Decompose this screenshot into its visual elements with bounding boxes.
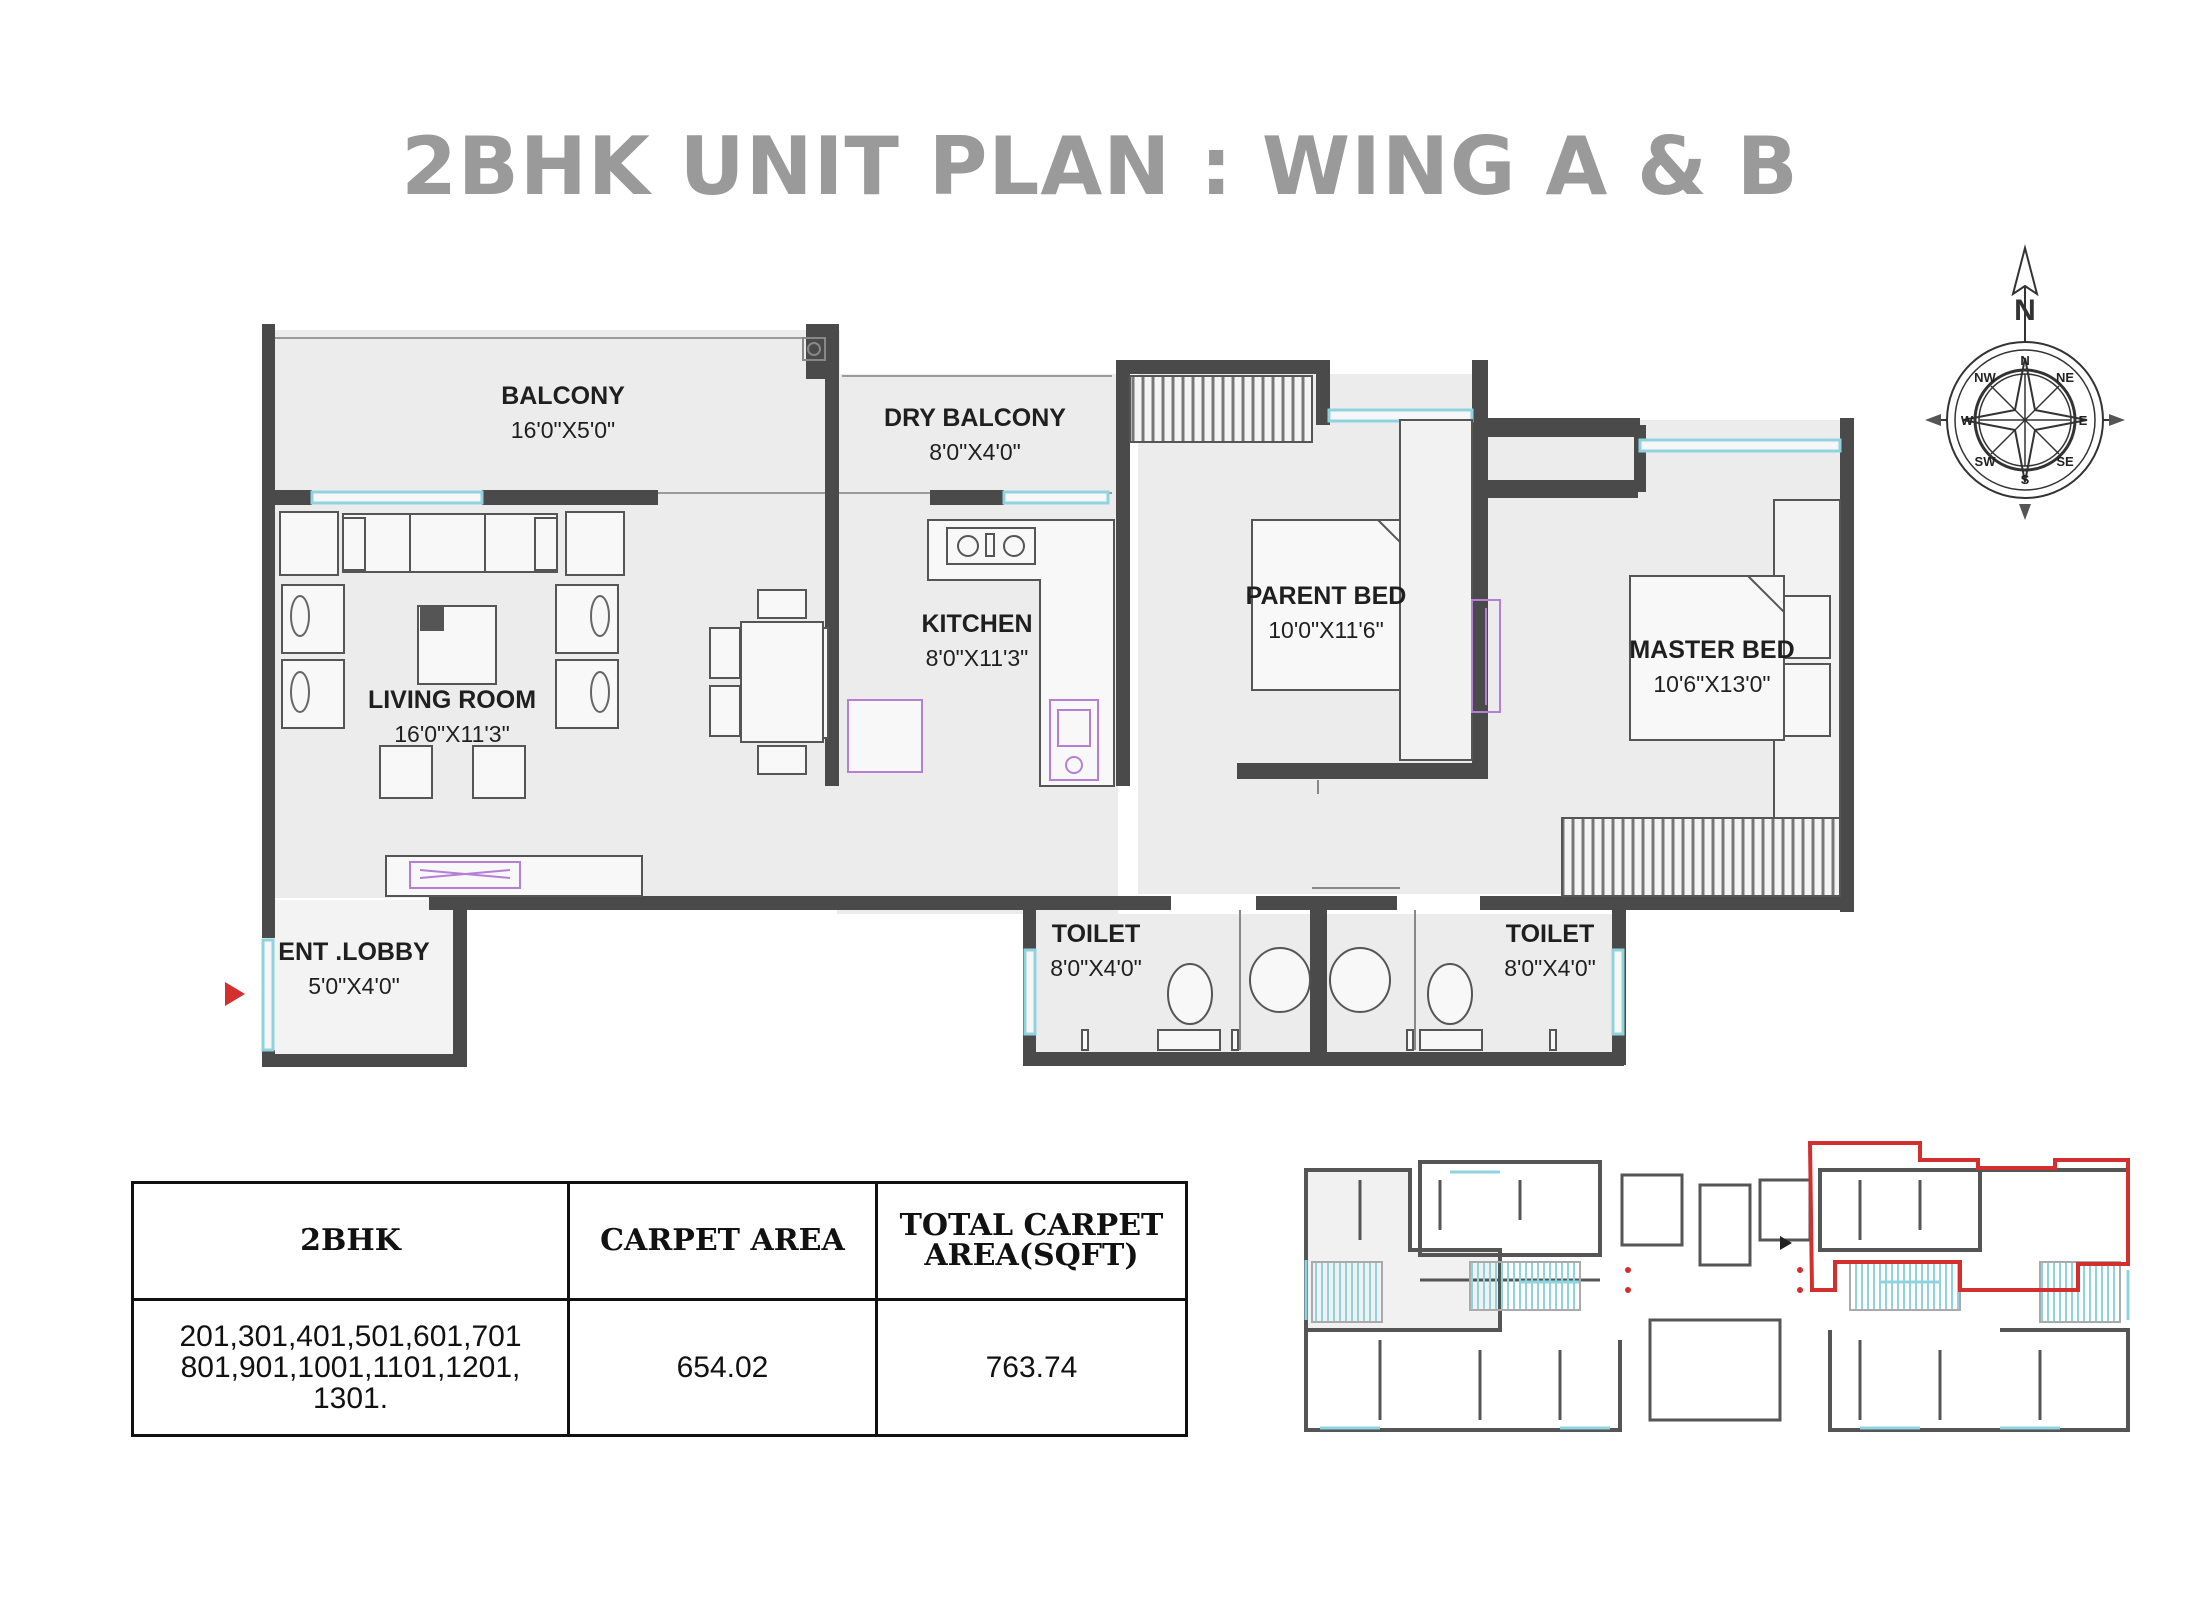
table-row: 201,301,401,501,601,701 801,901,1001,110…: [131, 1298, 1188, 1437]
key-plan: [1302, 1141, 2132, 1436]
carpet-area-table: 2BHK CARPET AREA TOTAL CARPET AREA(SQFT)…: [131, 1181, 1188, 1437]
compass-dir-s: S: [2021, 472, 2030, 487]
compass-dir-se: SE: [2056, 454, 2074, 469]
room-label-dry-balcony: DRY BALCONY: [884, 404, 1066, 432]
compass-rose-icon: N N NE E SE S SW W NW: [1925, 244, 2125, 520]
kitchen-counter: [927, 519, 1115, 787]
room-label-parent-bed: PARENT BED: [1246, 582, 1407, 610]
compass-dir-sw: SW: [1975, 454, 1997, 469]
room-labels: BALCONY 16'0"X5'0" DRY BALCONY 8'0"X4'0"…: [278, 382, 1794, 999]
room-label-toilet-1: TOILET: [1052, 920, 1140, 948]
coffee-table-accent: [420, 607, 444, 631]
room-size-toilet-2: 8'0"X4'0": [1504, 955, 1596, 981]
sink-icon: [1049, 699, 1099, 781]
room-size-kitchen: 8'0"X11'3": [926, 645, 1029, 671]
windows: [261, 408, 1842, 1052]
room-label-ent-lobby: ENT .LOBBY: [278, 938, 430, 966]
tv-console: [409, 861, 521, 889]
room-size-ent-lobby: 5'0"X4'0": [308, 973, 400, 999]
fridge-icon: [847, 699, 923, 773]
toilet-fixtures: [1081, 947, 1557, 1051]
compass-dir-ne: NE: [2056, 370, 2074, 385]
entry-arrow-icon: [225, 982, 245, 1006]
table-header-unit-type: 2BHK: [131, 1181, 570, 1301]
living-furniture: [279, 511, 829, 897]
table-header-carpet-area: CARPET AREA: [567, 1181, 878, 1301]
room-label-master-bed: MASTER BED: [1629, 636, 1794, 664]
table-header-total-carpet-area: TOTAL CARPET AREA(SQFT): [875, 1181, 1188, 1301]
door-details: [802, 337, 1416, 1050]
page-title: 2BHK UNIT PLAN : WING A & B: [401, 120, 1799, 213]
room-size-master-bed: 10'6"X13'0": [1653, 671, 1770, 697]
table-header-row: 2BHK CARPET AREA TOTAL CARPET AREA(SQFT): [131, 1181, 1188, 1301]
key-plan-highlight: [1807, 1141, 2130, 1292]
key-plan-entry-icon: [1780, 1236, 1792, 1250]
room-size-dry-balcony: 8'0"X4'0": [929, 439, 1021, 465]
wardrobes: [1129, 375, 1841, 897]
compass-dir-n: N: [2020, 353, 2029, 368]
room-size-living-room: 16'0"X11'3": [394, 721, 510, 747]
table-cell-carpet-area: 654.02: [567, 1298, 878, 1437]
room-size-parent-bed: 10'0"X11'6": [1268, 617, 1384, 643]
compass-dir-w: W: [1961, 413, 1974, 428]
parent-study-desk: [1471, 599, 1501, 713]
hob-icon: [946, 527, 1036, 565]
room-label-living-room: LIVING ROOM: [368, 686, 536, 714]
compass-dir-nw: NW: [1974, 370, 1996, 385]
table-cell-unit-numbers: 201,301,401,501,601,701 801,901,1001,110…: [131, 1298, 570, 1437]
parent-bed-furniture: [1251, 419, 1473, 761]
room-size-balcony: 16'0"X5'0": [511, 417, 615, 443]
room-label-balcony: BALCONY: [501, 382, 625, 410]
compass-north-label: N: [2014, 294, 2036, 327]
room-size-toilet-1: 8'0"X4'0": [1050, 955, 1142, 981]
room-label-kitchen: KITCHEN: [921, 610, 1032, 638]
table-cell-total-carpet-area: 763.74: [875, 1298, 1188, 1437]
armchair-cushions: [290, 595, 610, 713]
master-bed-furniture: [1629, 499, 1841, 819]
room-label-toilet-2: TOILET: [1506, 920, 1594, 948]
compass-dir-e: E: [2079, 413, 2088, 428]
